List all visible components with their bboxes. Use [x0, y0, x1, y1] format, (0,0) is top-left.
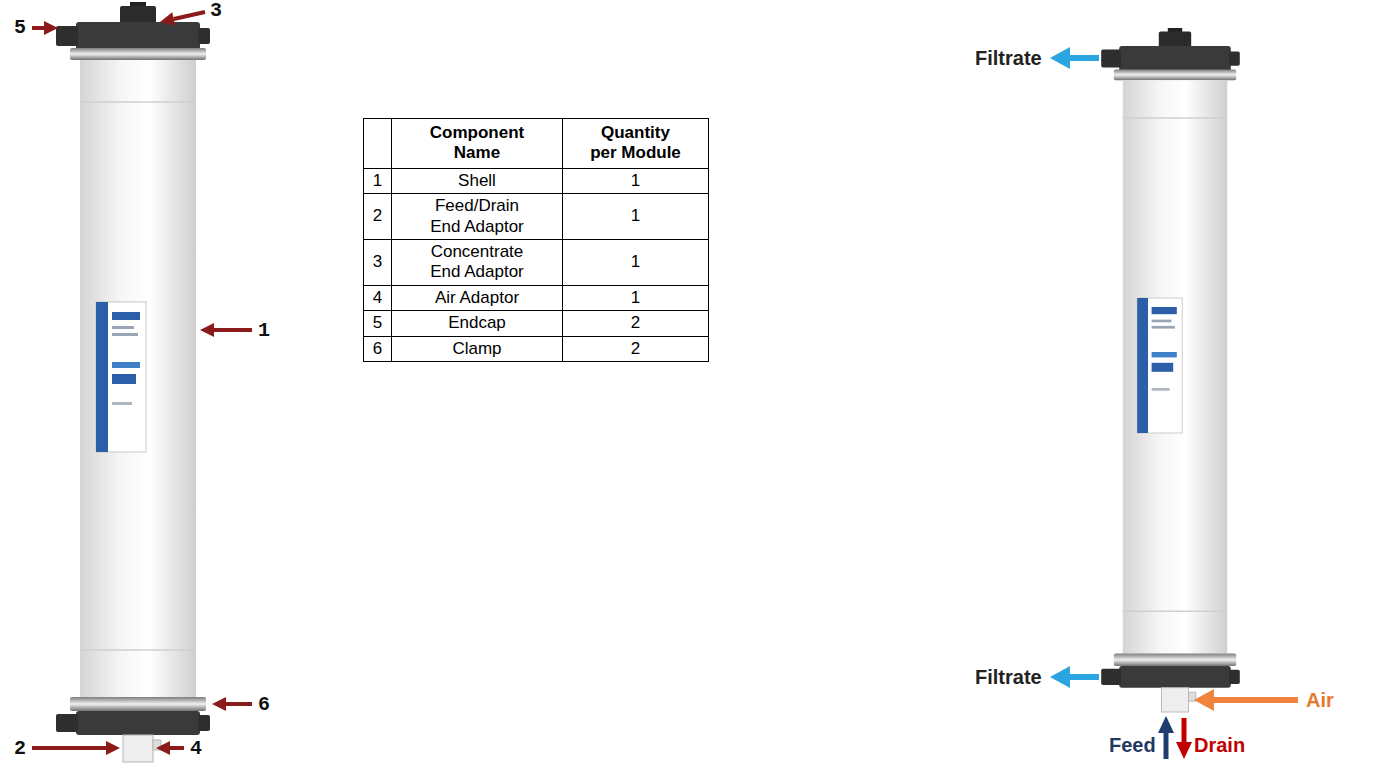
table-header: Component Name: [392, 119, 563, 169]
table-cell: 2: [364, 194, 392, 240]
component-table: Component NameQuantity per Module1Shell1…: [363, 118, 709, 362]
table-row: 3Concentrate End Adaptor1: [364, 239, 709, 285]
table-cell: 6: [364, 336, 392, 361]
table-cell: 3: [364, 239, 392, 285]
table-row: 5Endcap2: [364, 311, 709, 336]
table-header-row: Component NameQuantity per Module: [364, 119, 709, 169]
flow-label: Air: [1306, 689, 1334, 712]
table-cell: Air Adaptor: [392, 285, 563, 310]
flow-arrows: [1050, 47, 1298, 759]
table-cell: Clamp: [392, 336, 563, 361]
callout-number: 3: [210, 0, 222, 22]
table-cell: 1: [563, 285, 709, 310]
table-cell: 1: [563, 239, 709, 285]
flow-label: Filtrate: [975, 47, 1042, 70]
table-cell: Shell: [392, 168, 563, 193]
table-row: 1Shell1: [364, 168, 709, 193]
module-left: [56, 2, 210, 762]
table-row: 6Clamp2: [364, 336, 709, 361]
callout-number: 1: [258, 319, 270, 342]
flow-label: Filtrate: [975, 666, 1042, 689]
table-cell: 1: [364, 168, 392, 193]
table-cell: Concentrate End Adaptor: [392, 239, 563, 285]
table-cell: 4: [364, 285, 392, 310]
table-cell: 1: [563, 194, 709, 240]
table-row: 4Air Adaptor1: [364, 285, 709, 310]
callout-arrows: [32, 12, 252, 755]
table-cell: [364, 119, 392, 169]
table-cell: Endcap: [392, 311, 563, 336]
flow-label: Drain: [1194, 734, 1245, 757]
table-cell: 5: [364, 311, 392, 336]
callout-number: 5: [14, 16, 26, 39]
table-cell: Feed/Drain End Adaptor: [392, 194, 563, 240]
module-right: [1101, 28, 1240, 712]
table-row: 2Feed/Drain End Adaptor1: [364, 194, 709, 240]
table-cell: 2: [563, 336, 709, 361]
callout-number: 6: [258, 693, 270, 716]
table-cell: 1: [563, 168, 709, 193]
callout-number: 4: [190, 737, 202, 760]
table-header: Quantity per Module: [563, 119, 709, 169]
callout-number: 2: [14, 737, 26, 760]
table-cell: 2: [563, 311, 709, 336]
flow-label: Feed: [1109, 734, 1156, 757]
